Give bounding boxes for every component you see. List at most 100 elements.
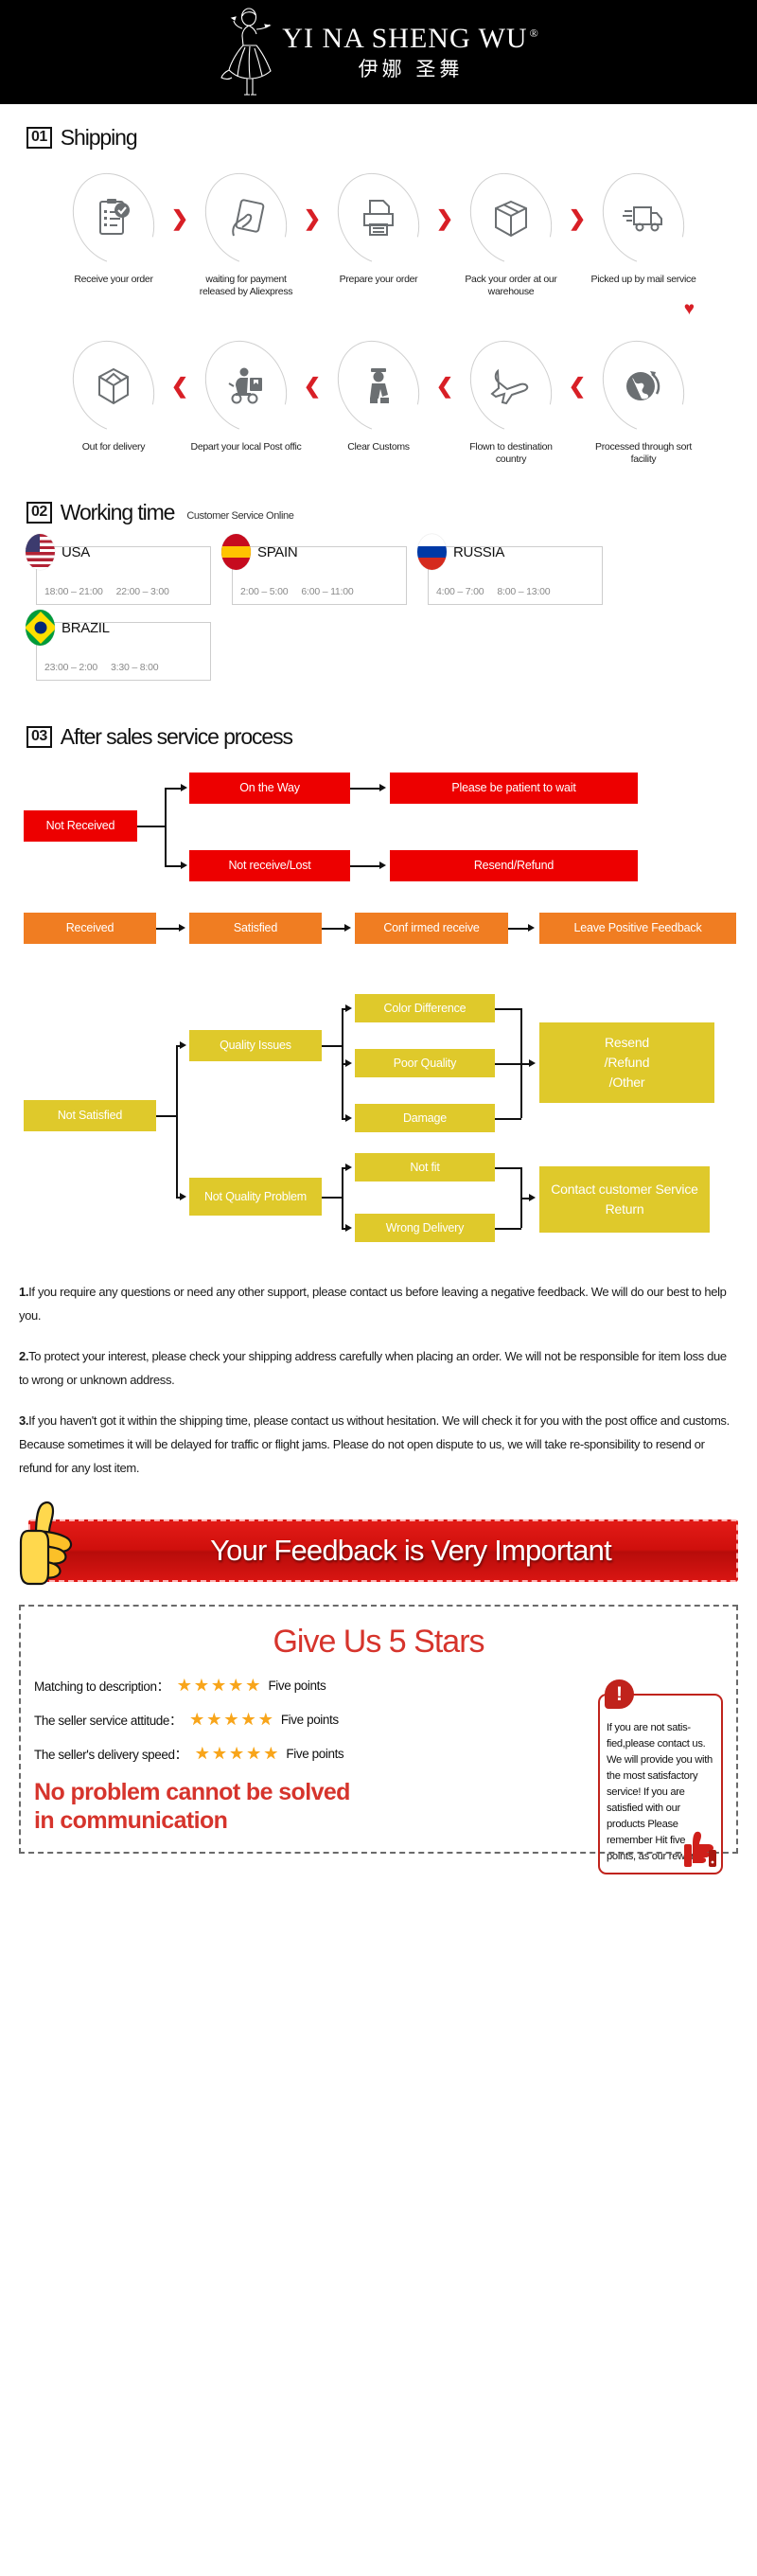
spain-flag-icon (221, 534, 251, 570)
section-title: Shipping (60, 125, 138, 150)
step-oval (57, 326, 170, 447)
flow-node-received: Received (24, 913, 156, 944)
heart-connector: ♥ (0, 300, 757, 318)
section-header-working-time: 02 Working time Customer Service Online (0, 466, 757, 525)
step-label: Out for delivery (81, 441, 146, 453)
note-text: If you haven't got it within the shippin… (19, 1413, 730, 1475)
section-header-shipping: 01 Shipping (0, 104, 757, 151)
chevron-left-icon: ❮ (303, 374, 322, 398)
usa-flag-icon (26, 534, 55, 570)
shipping-step: Picked up by mail service (587, 158, 700, 286)
step-oval (587, 326, 700, 447)
step-label: Processed through sort facility (595, 441, 692, 465)
brand-name-en: YI NA SHENG WU® (282, 25, 538, 53)
star-icon: ★ (245, 1676, 261, 1695)
card-header: SPAIN (221, 534, 298, 570)
step-oval (189, 326, 303, 447)
registered-mark: ® (529, 27, 539, 40)
note-text: If you require any questions or need any… (19, 1285, 727, 1323)
hours-slot-2: 6:00 – 11:00 (301, 586, 354, 597)
thumbs-up-red-icon (684, 1831, 716, 1867)
heart-icon: ♥ (683, 299, 695, 319)
card-hours: 18:00 – 21:00 22:00 – 3:00 (44, 586, 183, 597)
shipping-step: Prepare your order (322, 158, 435, 286)
flow-node-not-receive-lost: Not receive/Lost (189, 850, 350, 881)
shipping-step: Depart your local Post offic (189, 326, 303, 453)
flow-node-confirmed-receive: Conf irmed receive (355, 913, 508, 944)
flow-node-poor-quality: Poor Quality (355, 1049, 495, 1077)
note-number: 3. (19, 1413, 29, 1428)
star-icon: ★ (211, 1676, 227, 1695)
policy-notes: 1.If you require any questions or need a… (0, 1261, 757, 1480)
star-icon: ★ (194, 1744, 210, 1763)
rating-row: Matching to description： ★★★★★ Five poin… (34, 1676, 723, 1695)
shipping-steps-row-1: Receive your order ❯ waiting for payment… (0, 158, 757, 298)
hours-slot-2: 22:00 – 3:00 (115, 586, 169, 597)
star-icon: ★ (263, 1744, 279, 1763)
feedback-banner-text: Your Feedback is Very Important (210, 1534, 612, 1567)
policy-note: 3.If you haven't got it within the shipp… (19, 1409, 738, 1480)
card-header: BRAZIL (26, 610, 110, 646)
star-icon: ★ (223, 1710, 239, 1729)
star-icon: ★ (211, 1744, 227, 1763)
hours-slot-2: 3:30 – 8:00 (111, 662, 159, 673)
note-number: 2. (19, 1349, 29, 1363)
chevron-right-icon: ❯ (170, 206, 189, 230)
flow-node-contact-customer-service-return: Contact customer Service Return (539, 1166, 710, 1233)
flow-node-satisfied: Satisfied (189, 913, 322, 944)
flow-node-wrong-delivery: Wrong Delivery (355, 1214, 495, 1242)
truck-icon (623, 206, 662, 232)
brand-header: YI NA SHENG WU® 伊娜 圣舞 (0, 0, 757, 104)
star-rating: ★★★★★ (195, 1745, 279, 1762)
give-us-5-stars-title: Give Us 5 Stars (273, 1624, 484, 1660)
section-number: 01 (26, 127, 52, 149)
shipping-step: waiting for payment released by Aliexpre… (189, 158, 303, 298)
star-icon: ★ (228, 1744, 245, 1763)
chevron-right-icon: ❯ (568, 206, 587, 230)
hours-slot-1: 18:00 – 21:00 (44, 586, 103, 597)
section-title: After sales service process (60, 724, 293, 749)
step-label: Depart your local Post offic (190, 441, 302, 453)
flow-node-quality-issues: Quality Issues (189, 1030, 322, 1061)
step-oval (322, 326, 435, 447)
brazil-flag-icon (26, 610, 55, 646)
feedback-banner-bar: Your Feedback is Very Important (28, 1519, 738, 1582)
section-subtitle: Customer Service Online (186, 510, 294, 522)
customs-officer-icon (370, 368, 389, 403)
chevron-right-icon: ❯ (435, 206, 454, 230)
rating-label: The seller service attitude： (34, 1714, 183, 1728)
step-label: waiting for payment released by Aliexpre… (199, 274, 293, 297)
communication-slogan: No problem cannot be solved in communica… (34, 1778, 723, 1835)
flow-node-please-wait: Please be patient to wait (390, 773, 638, 804)
flow-node-damage: Damage (355, 1104, 495, 1132)
rating-label: Matching to description： (34, 1679, 169, 1694)
step-label: Receive your order (74, 274, 153, 285)
chevron-left-icon: ❮ (568, 374, 587, 398)
product-description-page: YI NA SHENG WU® 伊娜 圣舞 01 Shipping Rec (0, 0, 757, 1874)
policy-note: 1.If you require any questions or need a… (19, 1280, 738, 1327)
section-number: 03 (26, 726, 52, 748)
star-icon: ★ (176, 1676, 192, 1695)
thumbs-up-icon (19, 1501, 73, 1586)
section-header-after-sales: 03 After sales service process (0, 681, 757, 750)
note-text: To protect your interest, please check y… (19, 1349, 727, 1387)
step-oval (189, 158, 303, 279)
slogan-line-2: in communication (34, 1807, 228, 1834)
printer-icon (363, 200, 394, 236)
flow-node-resend-refund-other: Resend /Refund /Other (539, 1022, 714, 1103)
star-icon: ★ (228, 1676, 244, 1695)
step-oval (454, 158, 568, 279)
flowchart-not-received: Not Received On the Way Please be patien… (0, 763, 757, 886)
flow-node-not-fit: Not fit (355, 1153, 495, 1181)
flow-node-color-difference: Color Difference (355, 994, 495, 1022)
exclamation-icon: ! (605, 1679, 634, 1709)
flow-node-leave-positive-feedback: Leave Positive Feedback (539, 913, 736, 944)
satisfaction-note-text: If you are not satis-fied,please contact… (607, 1722, 713, 1862)
dancer-logo-icon (220, 8, 272, 96)
step-label: Picked up by mail service (590, 274, 696, 285)
star-icon: ★ (189, 1710, 205, 1729)
